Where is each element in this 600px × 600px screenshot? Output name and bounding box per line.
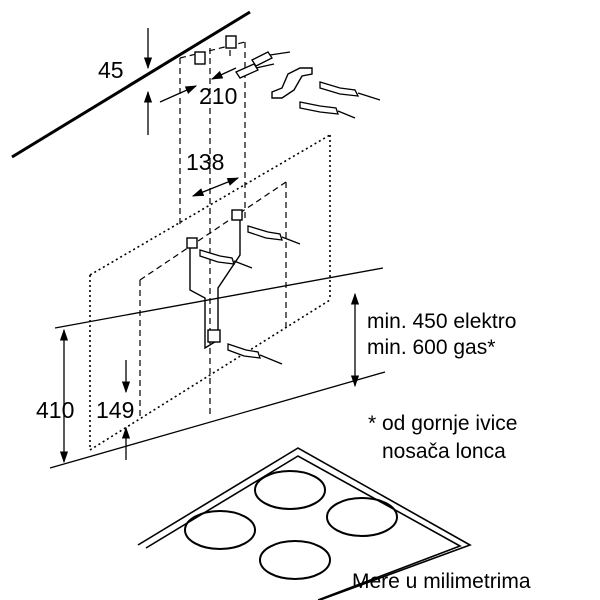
dim-210-label: 210 [199, 83, 237, 109]
wall-bottom-line [49, 371, 386, 469]
burner-left [184, 510, 256, 550]
middle-bracket [186, 209, 243, 350]
hood-bottom-line [54, 267, 384, 329]
min-gas-label: min. 600 gas* [367, 336, 495, 359]
middle-screws [199, 225, 301, 365]
chimney-outline [139, 40, 287, 416]
ceiling-line [11, 10, 251, 159]
top-screws [235, 51, 381, 119]
units-note: Mere u milimetrima [352, 570, 531, 593]
dim-45-label: 45 [98, 57, 124, 83]
footnote-line1: * od gornje ivice [368, 412, 517, 435]
top-bracket [194, 35, 313, 99]
dim-149-label: 149 [96, 397, 134, 423]
burner-front [259, 540, 331, 580]
min-electric-label: min. 450 elektro [367, 310, 516, 333]
dim-210 [159, 67, 237, 103]
dim-138 [191, 177, 240, 197]
burner-right [326, 497, 398, 537]
dim-138-label: 138 [186, 149, 224, 175]
burner-back [254, 470, 326, 510]
dim-410-label: 410 [36, 397, 74, 423]
footnote-line2: nosača lonca [382, 440, 506, 463]
cooktop-burners [184, 470, 398, 580]
hood-outline [89, 134, 331, 451]
